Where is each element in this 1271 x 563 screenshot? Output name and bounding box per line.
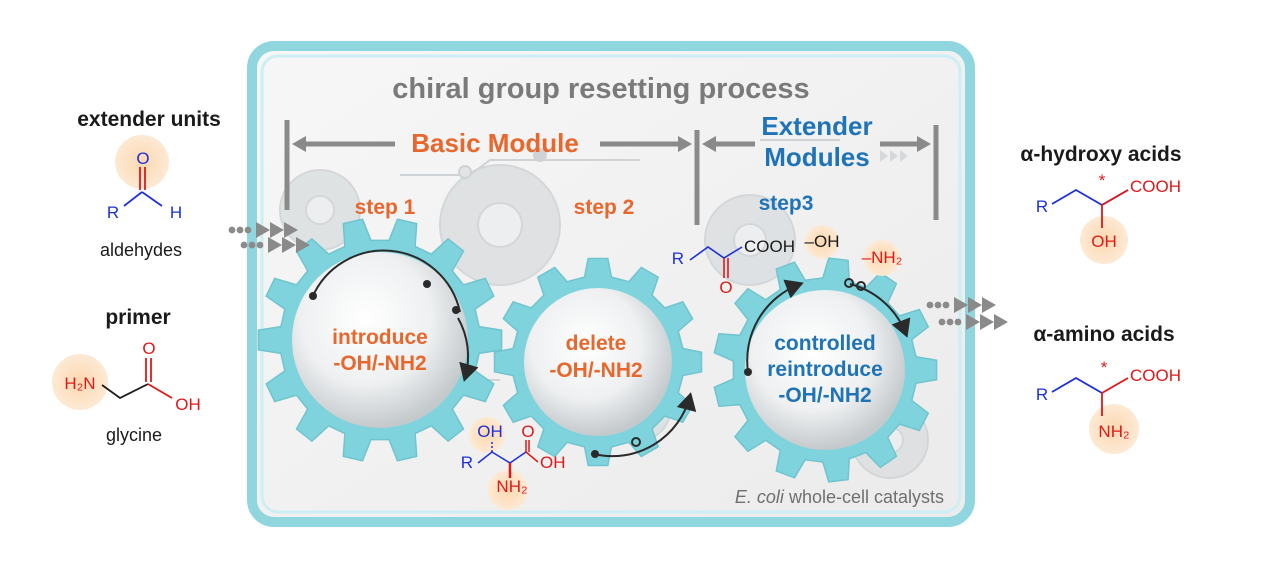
reagent-oh: –OH (805, 232, 840, 251)
gear2-text-2: -OH/-NH2 (549, 359, 642, 382)
gear2-sphere (524, 288, 672, 436)
amino-acid-structure: R * COOH NH₂ (1036, 358, 1181, 441)
intermediate-oh-highlight (469, 417, 505, 453)
svg-text:OH: OH (1091, 232, 1117, 251)
catalyst-footer: E. coli whole-cell catalysts (735, 487, 944, 507)
output-arrow-lower (938, 314, 1008, 330)
gear-step1 (257, 218, 503, 462)
gear2-text-1: delete (566, 332, 627, 355)
gear-step2 (493, 257, 703, 467)
svg-text:*: * (1099, 171, 1106, 190)
svg-text:OH: OH (540, 453, 566, 472)
svg-text:R: R (1036, 197, 1048, 216)
process-frame-inner (260, 54, 962, 514)
svg-text:COOH: COOH (1130, 177, 1181, 196)
step3-label: step3 (759, 192, 814, 215)
reagent-nh2: –NH₂ (862, 248, 903, 267)
svg-text:R: R (1036, 385, 1048, 404)
amino-nh2-highlight (1089, 404, 1139, 454)
gear1-sphere (292, 252, 468, 428)
gear1-text-1: introduce (332, 326, 428, 349)
rotation-dots (309, 278, 866, 458)
hydroxy-oh-highlight (1080, 216, 1128, 264)
svg-text:R: R (107, 203, 119, 222)
amino-acids-title: α-amino acids (1033, 323, 1174, 346)
svg-text:H: H (170, 203, 182, 222)
input-arrows (228, 222, 310, 253)
svg-text:R: R (672, 249, 684, 268)
input-arrow-upper (228, 222, 298, 238)
reagent-nh2-highlight (864, 240, 900, 276)
svg-text:NH₂: NH₂ (1098, 422, 1129, 441)
intermediate-structure: OH R O OH NH₂ (461, 422, 566, 496)
output-arrows (926, 297, 1008, 330)
reagent-oh-highlight (805, 225, 839, 259)
svg-text:O: O (719, 278, 732, 297)
extender-modules-label-2: Modules (764, 142, 869, 172)
step2-label: step 2 (574, 196, 635, 219)
input-arrow-lower (240, 237, 310, 253)
svg-text:H₂N: H₂N (64, 374, 95, 393)
ketoacid-structure: R COOH O (672, 237, 795, 297)
svg-text:NH₂: NH₂ (496, 477, 527, 496)
gear-step3 (713, 257, 938, 483)
hydroxy-acid-structure: R * COOH OH (1036, 171, 1181, 251)
glycine-structure: H₂N O OH (64, 339, 200, 414)
gear3-text-2: reintroduce (767, 358, 883, 381)
svg-text:R: R (461, 453, 473, 472)
svg-text:OH: OH (477, 422, 503, 441)
inner-chevrons (880, 150, 908, 162)
svg-text:O: O (136, 149, 149, 168)
aldehyde-structure: O R H (107, 149, 182, 222)
gear3-text-1: controlled (774, 332, 876, 355)
gear3-text-3: -OH/-NH2 (778, 384, 871, 407)
svg-text:OH: OH (175, 395, 201, 414)
aldehyde-highlight (115, 135, 169, 189)
step1-label: step 1 (355, 196, 416, 219)
process-title: chiral group resetting process (392, 73, 809, 105)
svg-text:O: O (142, 339, 155, 358)
glycine-caption: glycine (106, 425, 162, 445)
extender-modules-label-1: Extender (761, 111, 872, 141)
aldehydes-caption: aldehydes (100, 240, 182, 260)
gear3-sphere (745, 290, 905, 450)
output-arrow-upper (926, 297, 996, 313)
glycine-highlight (52, 354, 108, 410)
primer-title: primer (105, 306, 170, 329)
hydroxy-acids-title: α-hydroxy acids (1020, 143, 1181, 166)
gear1-text-2: -OH/-NH2 (333, 352, 426, 375)
bracket-arrowheads (292, 136, 931, 152)
intermediate-nh2-highlight (488, 470, 528, 510)
svg-text:COOH: COOH (744, 237, 795, 256)
svg-text:O: O (521, 422, 534, 441)
svg-text:*: * (1101, 358, 1108, 377)
svg-text:COOH: COOH (1130, 366, 1181, 385)
basic-module-label: Basic Module (411, 128, 579, 158)
module-brackets (284, 120, 939, 225)
extender-units-title: extender units (77, 108, 221, 131)
